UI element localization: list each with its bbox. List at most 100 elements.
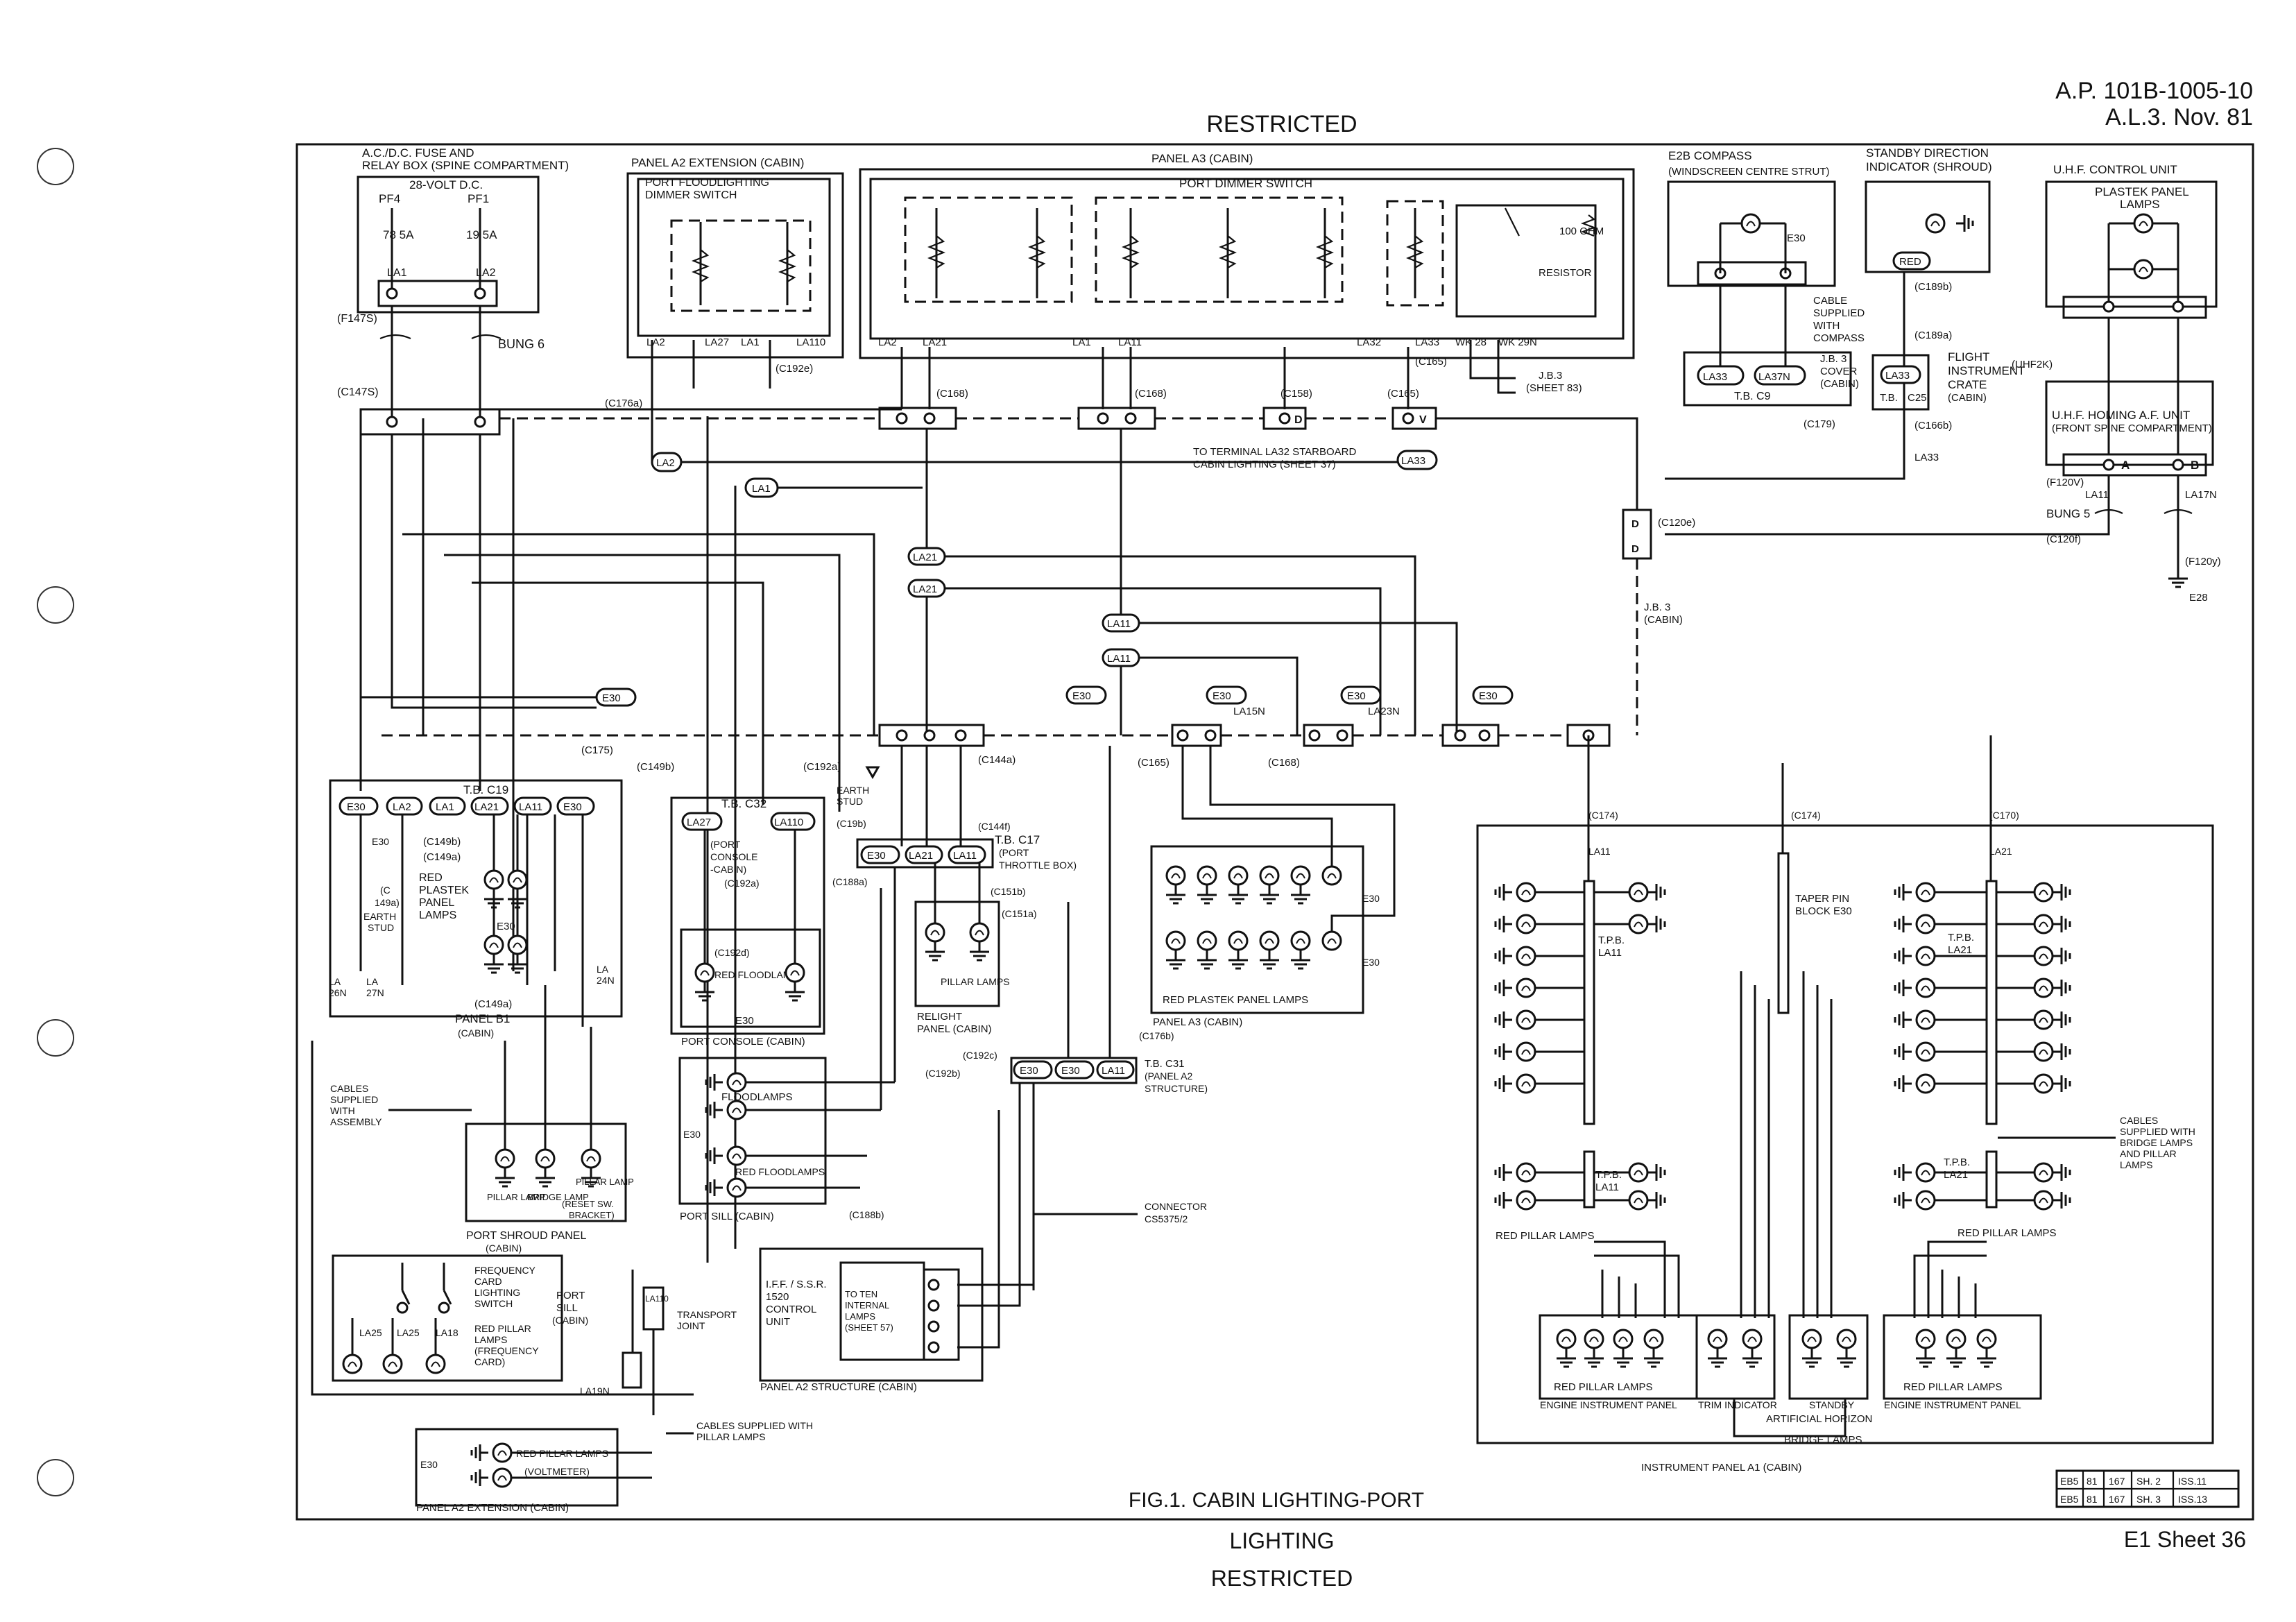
svg-text:LA21: LA21 [474, 801, 499, 813]
svg-text:I.F.F. / S.S.R.: I.F.F. / S.S.R. [766, 1279, 827, 1290]
svg-text:(C: (C [380, 885, 391, 896]
svg-text:28-VOLT D.C.: 28-VOLT D.C. [409, 178, 483, 191]
svg-text:TRIM INDICATOR: TRIM INDICATOR [1698, 1399, 1777, 1410]
svg-text:PORT SILL (CABIN): PORT SILL (CABIN) [680, 1211, 774, 1222]
svg-text:ARTIFICIAL HORIZON: ARTIFICIAL HORIZON [1766, 1413, 1872, 1425]
svg-text:(C175): (C175) [581, 744, 613, 756]
svg-text:STUD: STUD [368, 922, 394, 933]
svg-text:LA1: LA1 [741, 336, 760, 348]
svg-text:E30: E30 [602, 692, 621, 704]
svg-text:E30: E30 [1061, 1065, 1080, 1077]
uhf-control-unit: U.H.F. CONTROL UNIT PLASTEK PANEL LAMPS [2045, 163, 2218, 319]
svg-text:81: 81 [2087, 1494, 2098, 1505]
svg-text:LA37N: LA37N [1758, 371, 1790, 383]
svg-text:E30: E30 [683, 1129, 701, 1140]
svg-text:PILLAR LAMPS: PILLAR LAMPS [941, 976, 1010, 987]
svg-text:CONNECTOR: CONNECTOR [1145, 1201, 1207, 1212]
svg-text:WITH: WITH [330, 1105, 355, 1116]
svg-text:LA110: LA110 [796, 336, 825, 348]
svg-text:CABLES: CABLES [330, 1083, 368, 1094]
svg-text:LA21: LA21 [913, 552, 937, 563]
svg-text:(C151a): (C151a) [1002, 908, 1037, 919]
svg-text:(SHEET 83): (SHEET 83) [1526, 382, 1582, 394]
svg-text:SH. 2: SH. 2 [2136, 1476, 2161, 1487]
svg-text:E30: E30 [1020, 1065, 1038, 1077]
svg-text:LA23N: LA23N [1368, 706, 1400, 717]
svg-text:TO TEN: TO TEN [845, 1289, 877, 1299]
svg-text:(PORT: (PORT [999, 847, 1029, 858]
svg-text:(C188b): (C188b) [849, 1209, 884, 1220]
svg-text:CABLES SUPPLIED WITH: CABLES SUPPLIED WITH [696, 1420, 813, 1431]
svg-text:LA2: LA2 [476, 267, 496, 279]
svg-text:J.B. 3: J.B. 3 [1820, 353, 1847, 365]
lighting-label: LIGHTING [1229, 1528, 1334, 1553]
svg-text:TAPER PIN: TAPER PIN [1795, 893, 1849, 905]
svg-text:E30: E30 [372, 836, 389, 847]
svg-text:LAMPS: LAMPS [474, 1334, 507, 1345]
svg-text:CABLES: CABLES [2120, 1115, 2158, 1126]
tb-c32: T.B. C32 LA27 LA110 (PORT CONSOLE -CABIN… [670, 796, 825, 1048]
svg-text:(C179): (C179) [1804, 418, 1835, 430]
svg-text:FLIGHT: FLIGHT [1948, 350, 1989, 364]
svg-text:(F120y): (F120y) [2185, 556, 2221, 567]
svg-text:(C174): (C174) [1588, 810, 1618, 821]
svg-text:ASSEMBLY: ASSEMBLY [330, 1116, 382, 1127]
svg-text:LA11: LA11 [953, 850, 977, 862]
svg-text:CONTROL: CONTROL [766, 1304, 816, 1315]
svg-text:INDICATOR (SHROUD): INDICATOR (SHROUD) [1866, 160, 1992, 173]
svg-text:167: 167 [2109, 1494, 2125, 1505]
svg-text:E30: E30 [1347, 690, 1366, 702]
svg-text:STANDBY: STANDBY [1809, 1399, 1855, 1410]
frequency-card-panel: FREQUENCY CARD LIGHTING SWITCH RED PILLA… [332, 1254, 563, 1382]
svg-text:LA1: LA1 [1072, 336, 1091, 348]
svg-text:LA27: LA27 [705, 336, 729, 348]
svg-text:(CABIN): (CABIN) [1820, 378, 1859, 390]
svg-text:(CABIN): (CABIN) [1948, 392, 1987, 404]
svg-text:BRIDGE LAMPS: BRIDGE LAMPS [2120, 1137, 2193, 1148]
svg-text:PANEL B1: PANEL B1 [455, 1012, 510, 1025]
svg-text:E30: E30 [497, 921, 515, 932]
svg-text:PORT FLOODLIGHTING: PORT FLOODLIGHTING [645, 177, 769, 189]
restricted-top: RESTRICTED [1206, 111, 1357, 137]
panel-a2-extension-bottom: E30 RED PILLAR LAMPS (VOLTMETER) [415, 1428, 652, 1507]
svg-text:(RESET SW.: (RESET SW. [562, 1199, 614, 1209]
svg-text:D: D [1631, 518, 1639, 530]
svg-text:78 5A: 78 5A [383, 228, 414, 241]
svg-text:WK 29N: WK 29N [1498, 336, 1537, 348]
svg-text:BLOCK E30: BLOCK E30 [1795, 905, 1852, 917]
svg-text:BUNG 6: BUNG 6 [498, 337, 545, 351]
svg-text:D: D [1294, 414, 1303, 426]
svg-text:(F147S): (F147S) [337, 313, 377, 325]
svg-text:TRANSPORT: TRANSPORT [677, 1309, 737, 1320]
svg-text:D: D [1631, 543, 1639, 555]
svg-text:E30: E30 [1072, 690, 1091, 702]
lamps-left-left [1494, 882, 1584, 1211]
svg-text:PORT: PORT [556, 1290, 585, 1301]
svg-text:(C165): (C165) [1138, 757, 1170, 769]
svg-text:RED: RED [419, 872, 443, 884]
e2b-compass: E2B COMPASS (WINDSCREEN CENTRE STRUT) E3… [1667, 149, 1865, 344]
svg-text:CRATE: CRATE [1948, 378, 1987, 391]
svg-text:FREQUENCY: FREQUENCY [474, 1265, 536, 1276]
svg-text:RED PILLAR LAMPS: RED PILLAR LAMPS [1903, 1381, 2003, 1393]
port-shroud-panel: PILLAR LAMP BRIDGE LAMP PILLAR LAMP (RES… [465, 985, 634, 1222]
svg-text:ENGINE INSTRUMENT PANEL: ENGINE INSTRUMENT PANEL [1540, 1399, 1677, 1410]
svg-text:PILLAR LAMP: PILLAR LAMP [487, 1192, 545, 1202]
panel-a3-top: PANEL A3 (CABIN) PORT DIMMER SWITCH 100 … [859, 152, 1635, 359]
svg-text:E2B COMPASS: E2B COMPASS [1668, 149, 1752, 162]
svg-text:(C147S): (C147S) [337, 386, 379, 398]
svg-text:E30: E30 [1213, 690, 1231, 702]
svg-text:RELAY BOX (SPINE COMPARTMENT): RELAY BOX (SPINE COMPARTMENT) [362, 159, 569, 172]
svg-text:LA11: LA11 [1102, 1065, 1125, 1077]
svg-text:J.B.3: J.B.3 [1539, 370, 1562, 382]
panel-a3-plastek-lamps: E30 E30 RED PLASTEK PANEL LAMPS [1150, 746, 1396, 1014]
svg-text:PANEL: PANEL [419, 897, 454, 909]
svg-text:(C168): (C168) [1268, 757, 1300, 769]
svg-text:(C165): (C165) [1387, 388, 1419, 400]
svg-text:LA25: LA25 [397, 1327, 420, 1338]
svg-text:RESISTOR: RESISTOR [1539, 267, 1592, 279]
restricted-bottom: RESTRICTED [1211, 1566, 1353, 1591]
svg-text:E30: E30 [1362, 893, 1380, 904]
ap-reference: A.P. 101B-1005-10 [2055, 78, 2253, 104]
svg-text:E30: E30 [420, 1459, 438, 1470]
